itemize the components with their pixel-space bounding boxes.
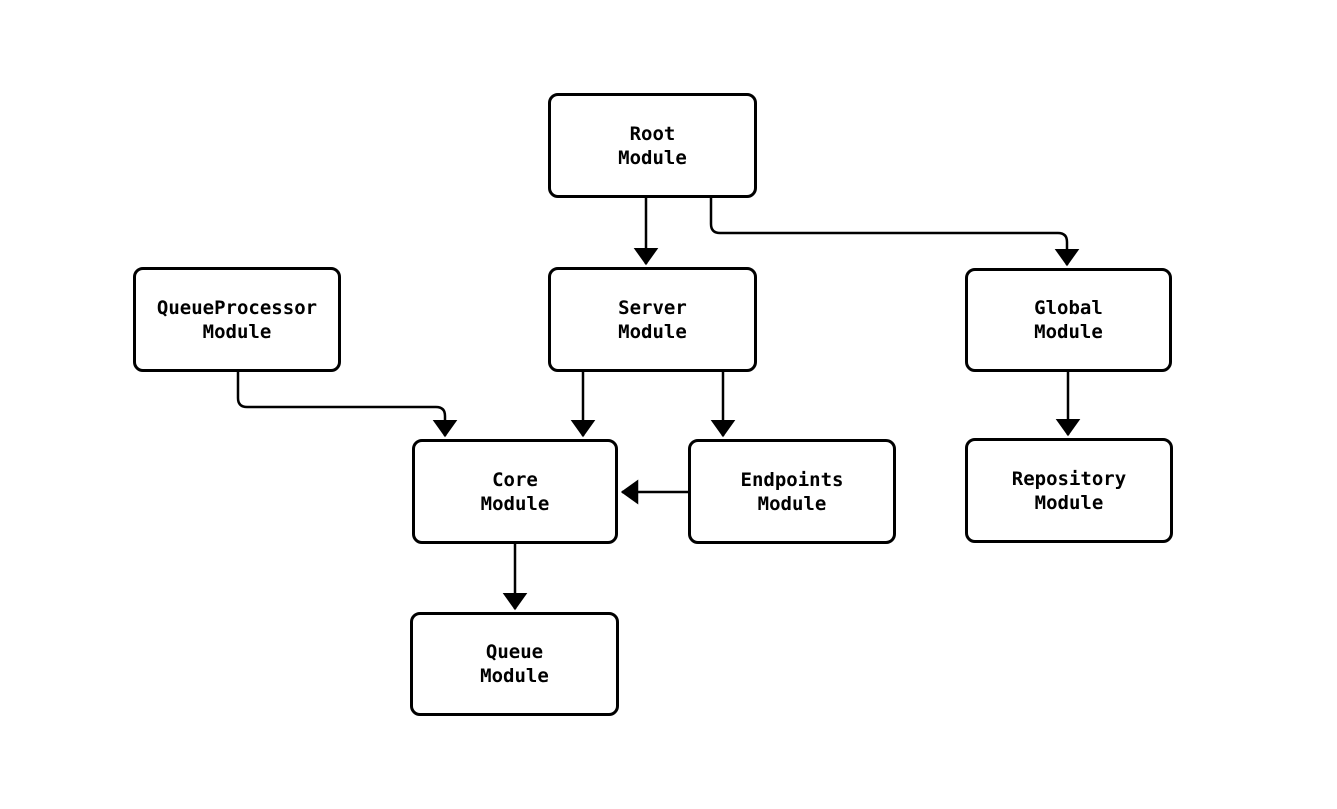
node-repository-module-label: Repository Module bbox=[1011, 467, 1127, 514]
node-queue-module-label: Queue Module bbox=[480, 641, 549, 687]
node-global-module: Global Module bbox=[965, 268, 1172, 372]
node-queue-module: Queue Module bbox=[410, 612, 619, 716]
node-core-module-label: Core Module bbox=[480, 468, 550, 515]
node-repository-module: Repository Module bbox=[965, 438, 1173, 543]
node-endpoints-module: Endpoints Module bbox=[688, 439, 896, 544]
node-queueprocessor-module-label: QueueProcessor Module bbox=[156, 296, 318, 343]
node-root-module: Root Module bbox=[548, 93, 757, 198]
node-core-module: Core Module bbox=[412, 439, 618, 544]
node-server-module: Server Module bbox=[548, 267, 757, 372]
node-global-module-label: Global Module bbox=[1034, 297, 1103, 343]
node-endpoints-module-label: Endpoints Module bbox=[740, 468, 844, 515]
node-queueprocessor-module: QueueProcessor Module bbox=[133, 267, 341, 372]
node-root-module-label: Root Module bbox=[618, 122, 687, 169]
edge-root-to-global bbox=[709, 198, 1080, 267]
node-server-module-label: Server Module bbox=[618, 296, 687, 343]
edge-queueprocessor-to-core bbox=[236, 372, 458, 438]
